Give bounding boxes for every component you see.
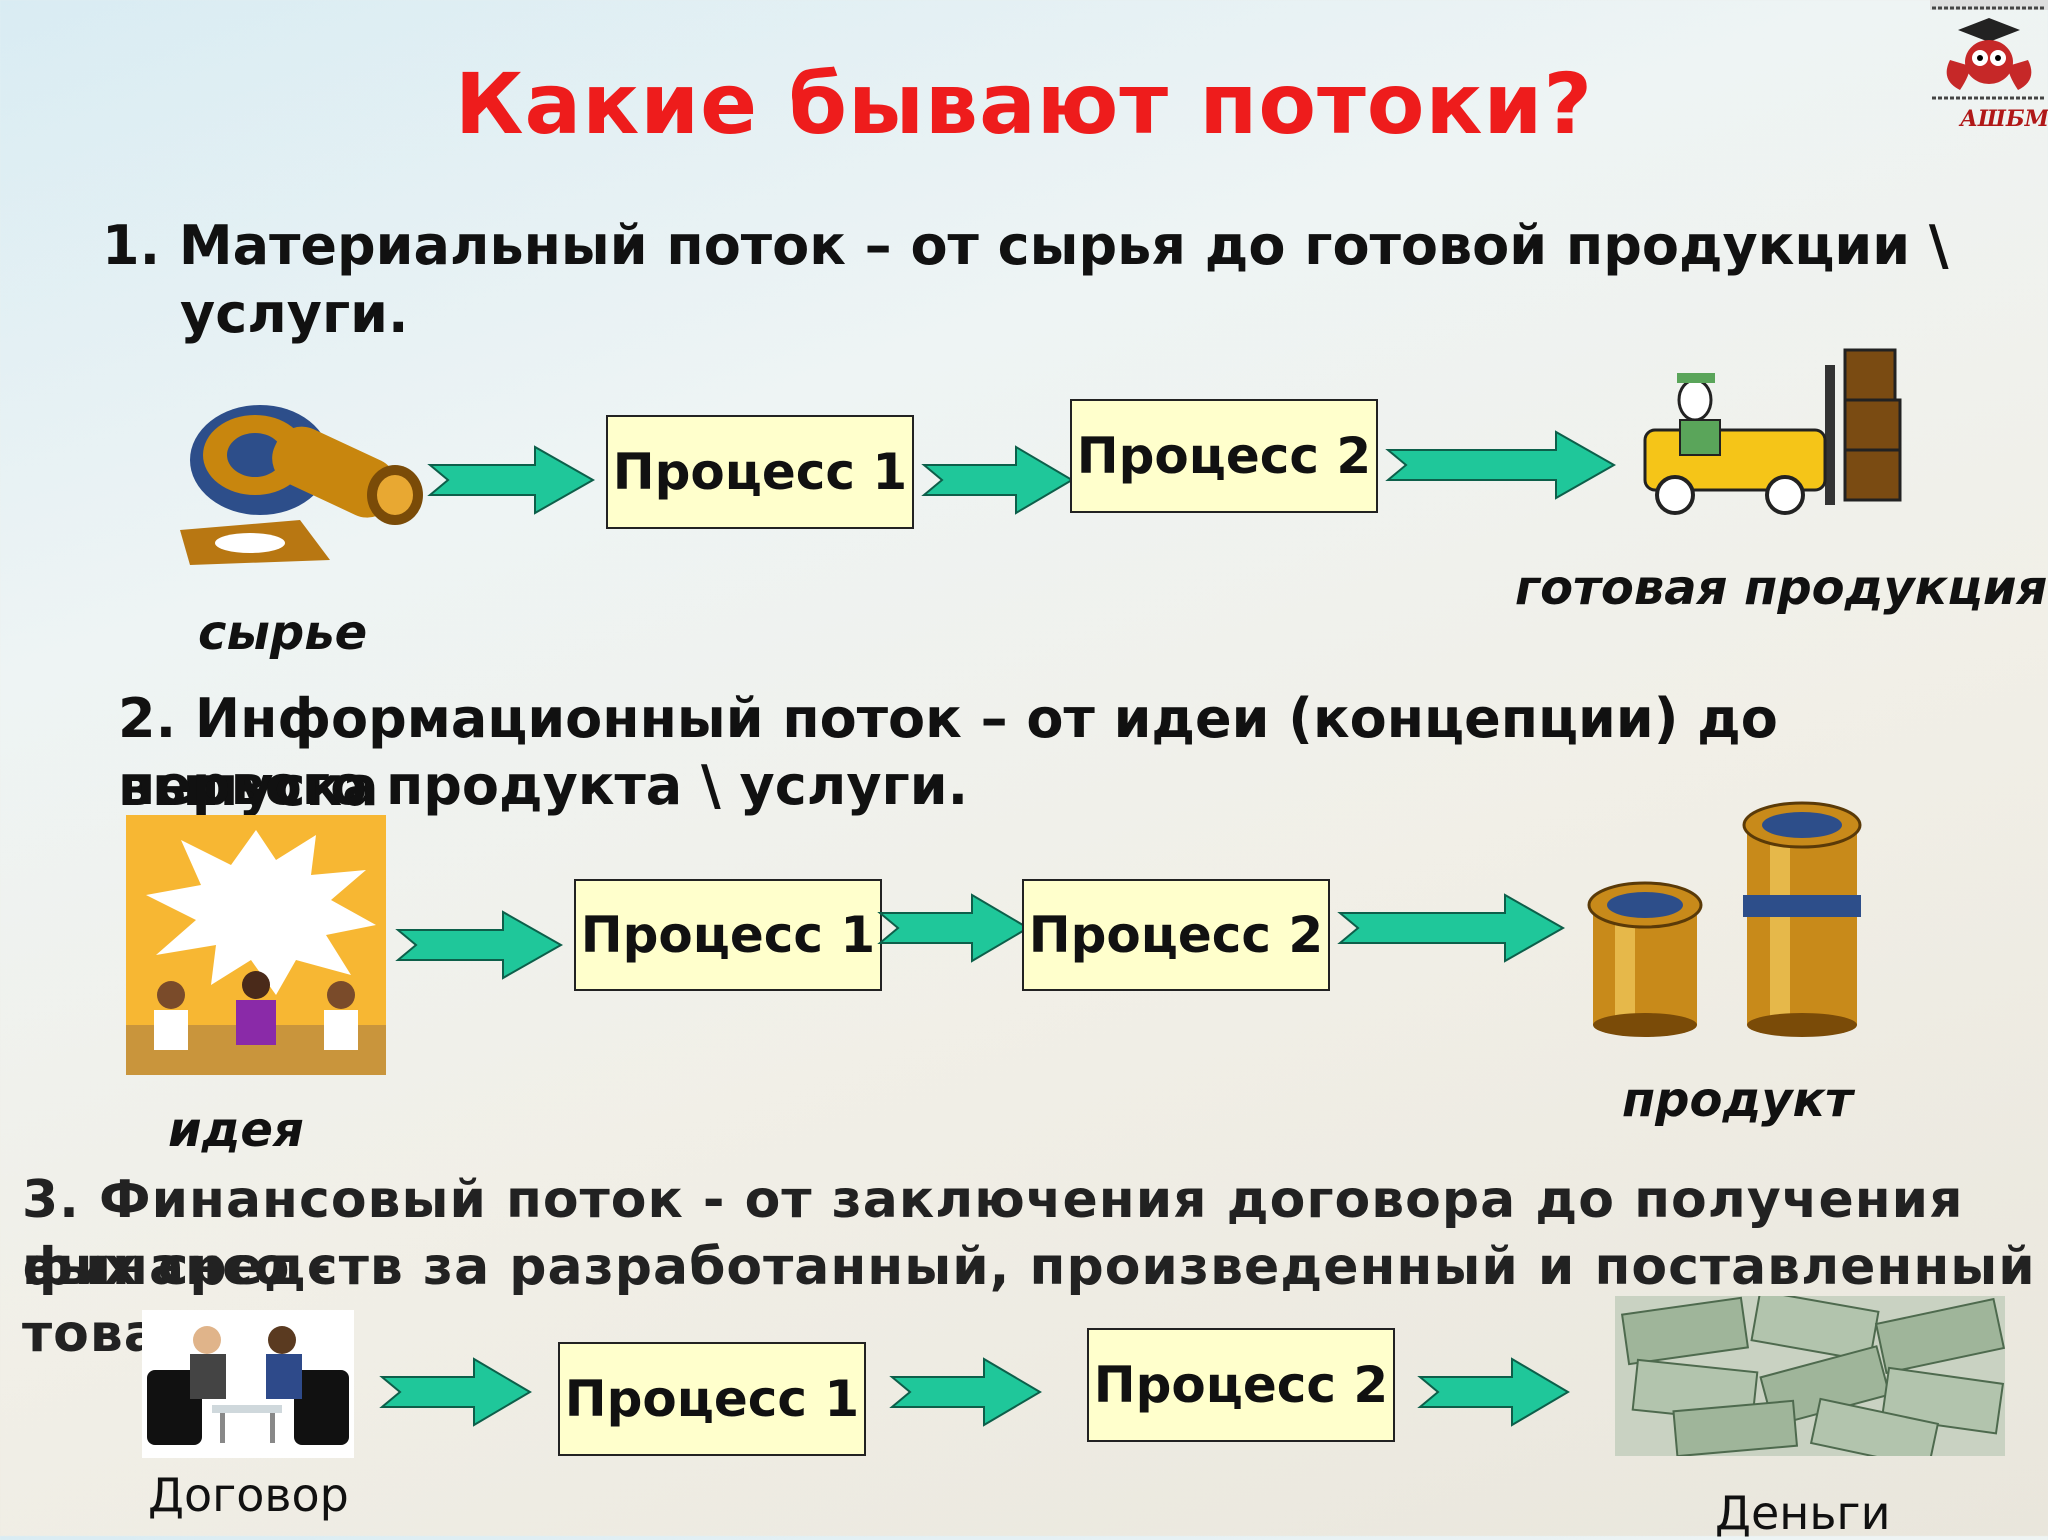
flow2-start-caption: идея — [168, 1102, 304, 1158]
idea-image — [126, 815, 386, 1075]
flow3-arrow-2 — [889, 1357, 1042, 1427]
flow1-process-1: Процесс 1 — [606, 415, 914, 529]
flow3-start-caption: Договор — [148, 1468, 349, 1522]
raw-material-image — [170, 380, 430, 570]
flow1-arrow-2 — [921, 445, 1074, 515]
money-bills-icon — [1615, 1289, 2006, 1470]
flow2-arrow-3 — [1337, 893, 1566, 963]
flow3-arrow-1 — [379, 1357, 532, 1427]
logo-text: АШБМ — [1960, 106, 2048, 132]
flow3-end-caption: Деньги — [1715, 1486, 1891, 1540]
flow2-end-caption: продукт — [1622, 1072, 1853, 1128]
flow2-process-2: Процесс 2 — [1022, 879, 1330, 991]
flow3-process-2: Процесс 2 — [1087, 1328, 1395, 1442]
raw-material-parts-icon — [180, 405, 423, 565]
flow3-process-1: Процесс 1 — [558, 1342, 866, 1456]
contract-meeting-icon — [142, 1310, 354, 1458]
flow2-arrow-1 — [395, 910, 564, 980]
page-title: Какие бывают потоки? — [454, 55, 1594, 153]
product-image — [1585, 795, 1875, 1050]
product-cylinders-icon — [1587, 801, 1862, 1037]
flow1-heading-line1: 1. Материальный поток – от сырья до гото… — [102, 214, 1949, 277]
finished-product-image — [1625, 345, 1925, 515]
flow2-heading-line2: первого продукта \ услуги. — [118, 754, 969, 817]
flow2-arrow-2 — [877, 893, 1030, 963]
flow1-heading-line2: услуги. — [180, 282, 409, 345]
flow3-heading-line1: 3. Финансовый поток - от заключения дого… — [22, 1170, 1964, 1297]
flow1-end-caption: готовая продукция — [1515, 560, 2048, 616]
forklift-icon — [1643, 348, 1902, 515]
logo: АШБМ — [1930, 0, 2048, 140]
flow1-start-caption: сырье — [198, 605, 368, 661]
flow1-arrow-1 — [427, 445, 596, 515]
money-image — [1615, 1289, 2006, 1470]
flow3-arrow-3 — [1417, 1357, 1570, 1427]
contract-image — [142, 1310, 354, 1458]
flow2-process-1: Процесс 1 — [574, 879, 882, 991]
flow2-heading-line1: 2. Информационный поток – от идеи (конце… — [118, 687, 1778, 818]
owl-logo-icon — [1930, 0, 2048, 100]
meeting-idea-icon — [126, 815, 386, 1075]
flow1-arrow-3 — [1385, 430, 1617, 500]
flow1-process-2: Процесс 2 — [1070, 399, 1378, 513]
flow3-heading-line2: вых средств за разработанный, произведен… — [22, 1237, 2036, 1364]
